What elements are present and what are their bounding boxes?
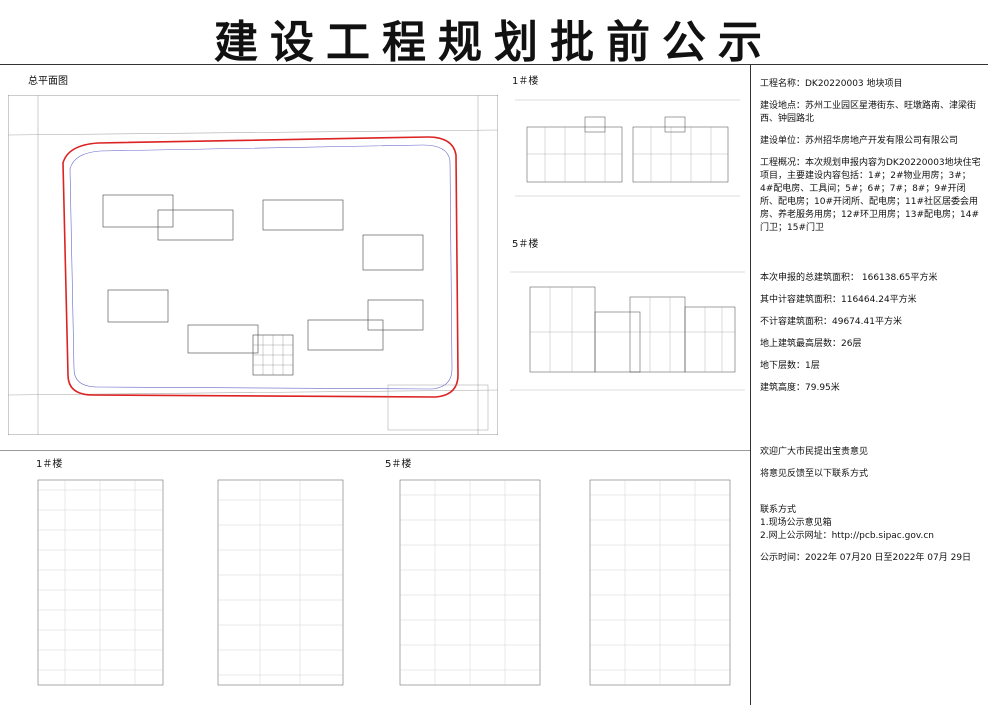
bldg1-floor-plan <box>515 99 740 197</box>
project-location: 建设地点：苏州工业园区星港街东、旺墩路南、津梁街西、钟园路北 <box>760 101 977 124</box>
header-divider <box>0 64 988 65</box>
feedback-text: 将意见反馈至以下联系方式 <box>760 469 869 479</box>
bldg1-elev-label: 1＃楼 <box>36 459 63 470</box>
contact-title: 联系方式 <box>760 505 797 515</box>
project-overview: 工程概况：本次规划申报内容为DK20220003地块住宅项目，主要建设内容包括：… <box>760 158 981 233</box>
max-floors: 地上建筑最高层数：26层 <box>760 339 862 349</box>
contact-item-1: 1.现场公示意见箱 <box>760 518 832 528</box>
site-plan-label: 总平面图 <box>28 76 68 87</box>
bldg1-plan-label: 1＃楼 <box>512 76 539 87</box>
total-area: 本次申报的总建筑面积： 166138.65平方米 <box>760 273 938 283</box>
far-area: 其中计容建筑面积：116464.24平方米 <box>760 295 917 305</box>
bldg1-elevation-a <box>37 479 164 686</box>
bldg5-elevation-a <box>399 479 541 686</box>
public-period: 公示时间：2022年 07月20 日至2022年 07月 29日 <box>760 553 972 563</box>
site-plan-drawing <box>8 95 498 435</box>
welcome-text: 欢迎广大市民提出宝贵意见 <box>760 447 869 457</box>
bldg5-floor-plan <box>510 271 745 391</box>
building-height: 建筑高度：79.95米 <box>760 383 840 393</box>
developer: 建设单位：苏州招华房地产开发有限公司有限公司 <box>760 136 959 146</box>
info-panel: 工程名称：DK20220003 地块项目 建设地点：苏州工业园区星港街东、旺墩路… <box>760 78 982 574</box>
bldg5-elev-label: 5＃楼 <box>385 459 412 470</box>
non-far-area: 不计容建筑面积：49674.41平方米 <box>760 317 902 327</box>
bldg5-plan-label: 5＃楼 <box>512 239 539 250</box>
basement-floors: 地下层数：1层 <box>760 361 820 371</box>
info-divider <box>750 64 751 705</box>
contact-item-2: 2.网上公示网址：http://pcb.sipac.gov.cn <box>760 531 934 541</box>
elevation-divider <box>0 450 750 451</box>
page-title: 建设工程规划批前公示 <box>214 17 774 68</box>
bldg5-elevation-b <box>589 479 731 686</box>
project-name: 工程名称：DK20220003 地块项目 <box>760 79 903 89</box>
bldg1-elevation-b <box>217 479 344 686</box>
